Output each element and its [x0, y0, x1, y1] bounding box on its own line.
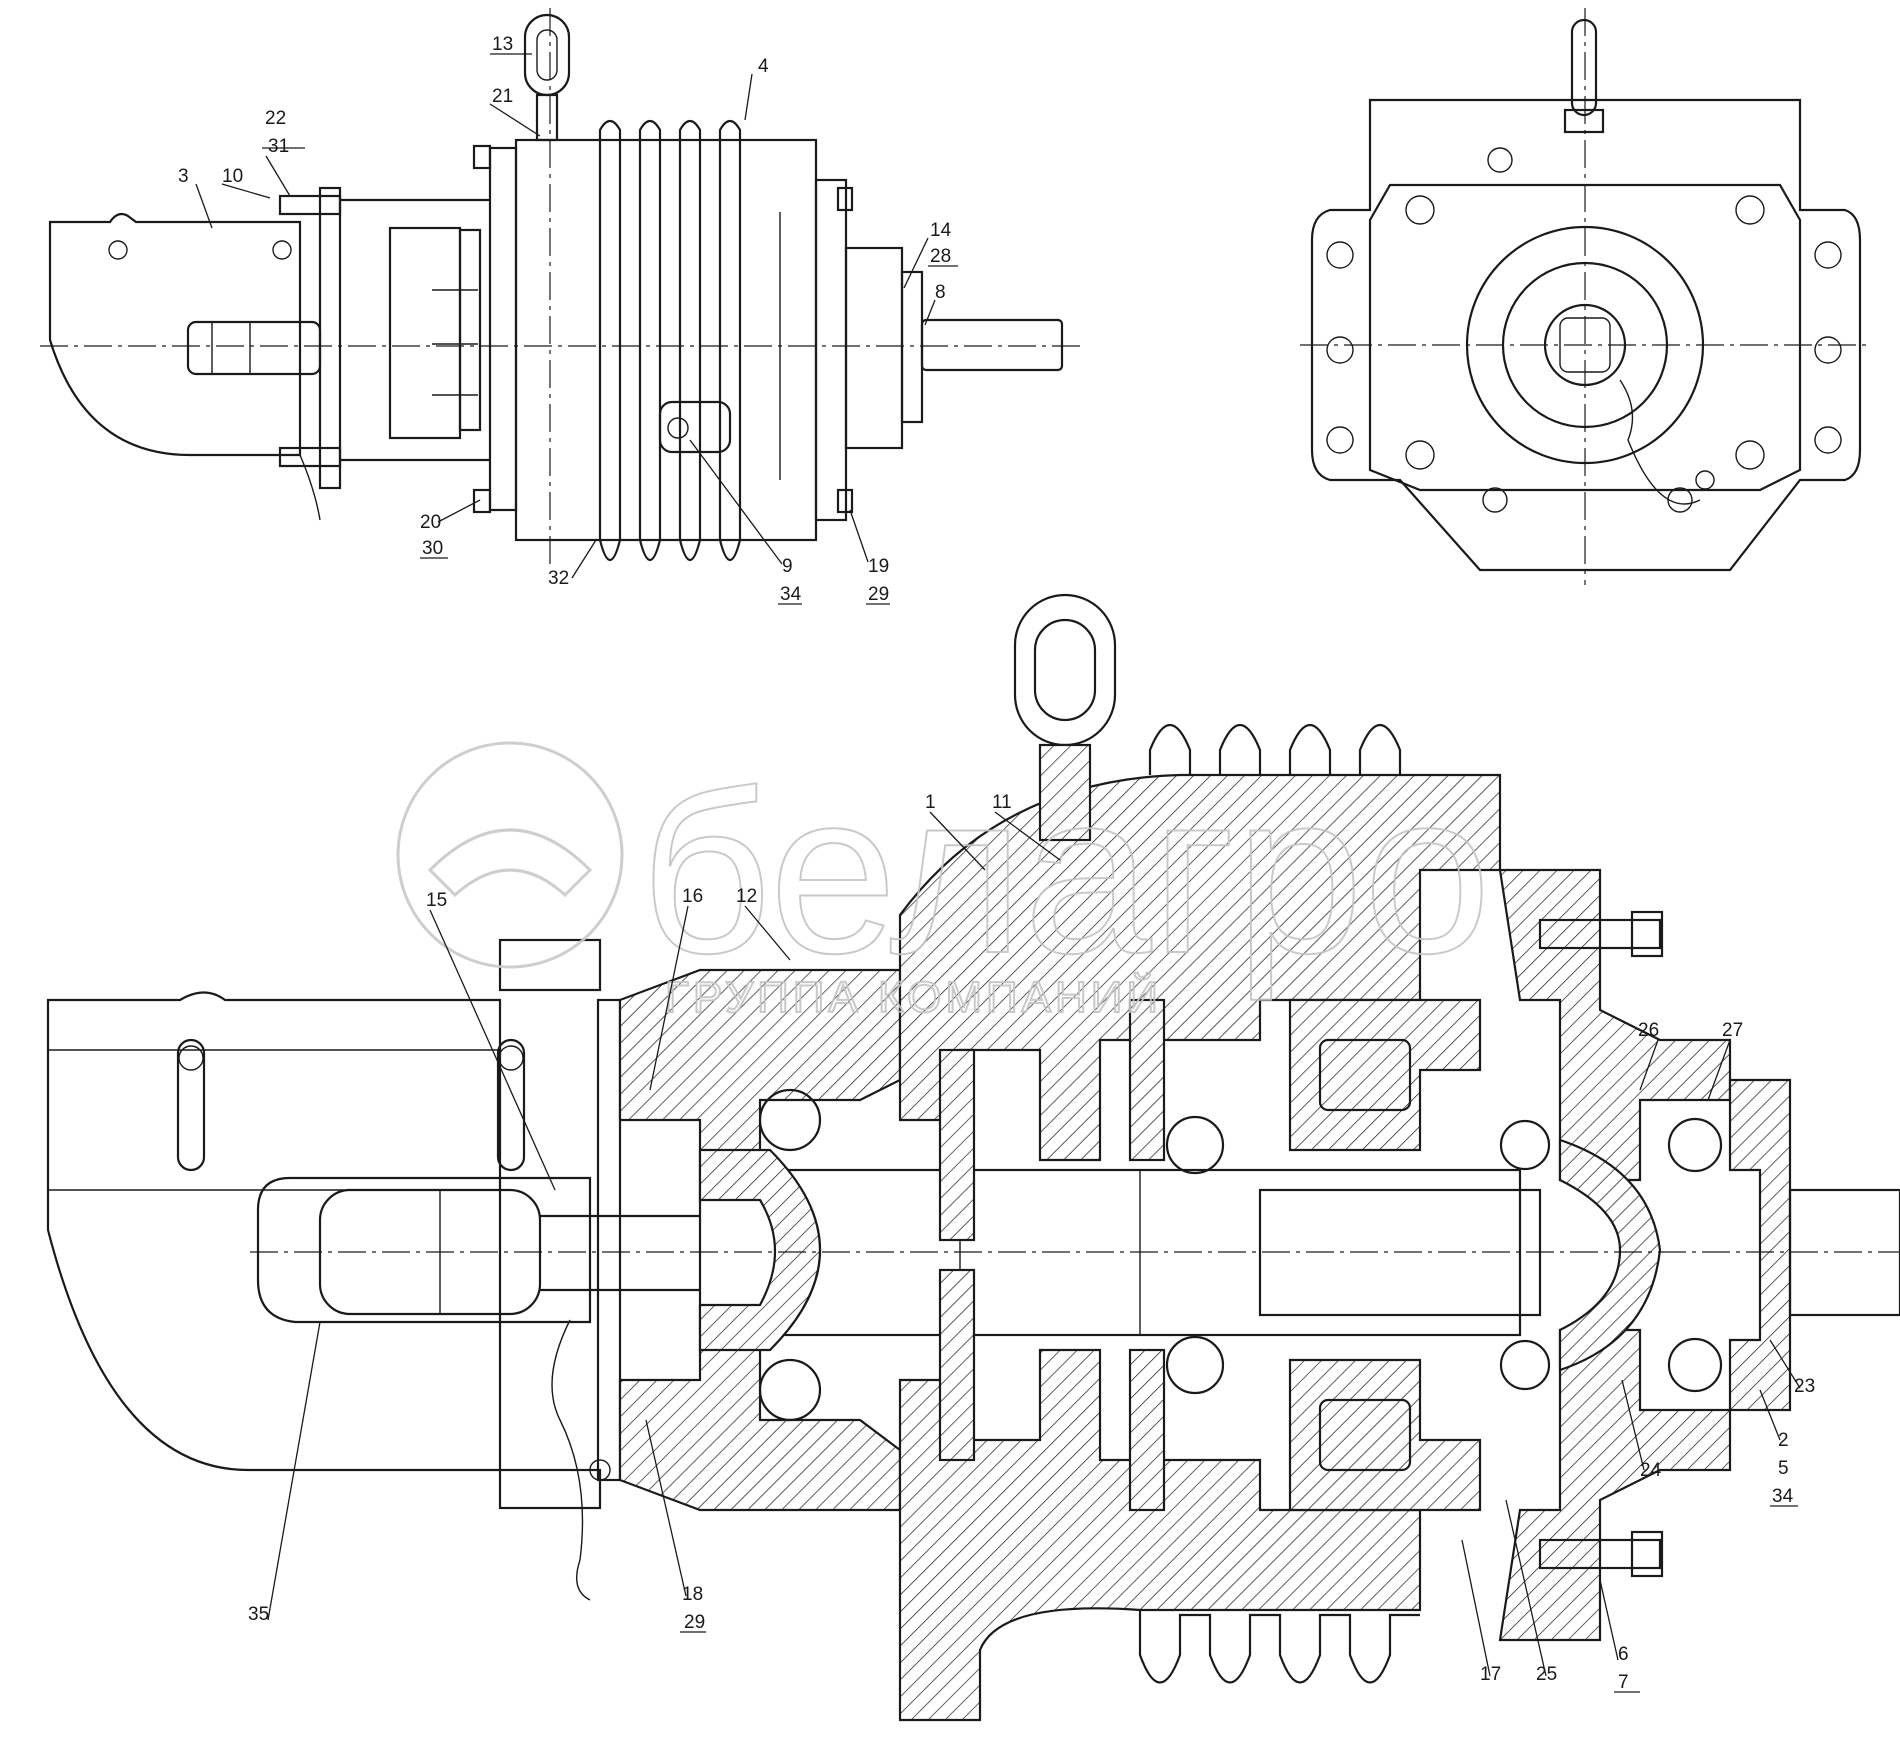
watermark-logo-circle: [396, 741, 624, 969]
label-32: 32: [548, 568, 569, 589]
label-28: 28: [930, 246, 951, 267]
label-16: 16: [682, 886, 703, 907]
friction-discs: [938, 998, 1166, 1512]
label-34-top: 34: [780, 584, 802, 605]
label-7: 7: [1618, 1672, 1629, 1693]
label-2: 2: [1778, 1430, 1789, 1451]
label-26: 26: [1638, 1020, 1659, 1041]
label-21: 21: [492, 86, 513, 107]
label-13: 13: [492, 34, 513, 55]
section-view: [46, 593, 1900, 1722]
label-19: 19: [868, 556, 889, 577]
label-31: 31: [268, 136, 289, 157]
label-25: 25: [1536, 1664, 1557, 1685]
label-11: 11: [992, 792, 1012, 813]
label-24: 24: [1640, 1460, 1662, 1481]
label-34-bottom: 34: [1772, 1486, 1794, 1507]
label-27: 27: [1722, 1020, 1743, 1041]
label-35: 35: [248, 1604, 269, 1625]
label-22: 22: [265, 108, 286, 129]
callouts: 3 10 22 31 13 21 4 14 28 8 20 30 32 9 34…: [178, 34, 1815, 1693]
watermark: белагро ГРУППА КОМПАНИЙ: [396, 741, 1492, 1023]
label-8: 8: [935, 282, 946, 303]
watermark-tagline: ГРУППА КОМПАНИЙ: [665, 971, 1162, 1022]
label-10: 10: [222, 166, 243, 187]
label-15: 15: [426, 890, 447, 911]
label-20: 20: [420, 512, 441, 533]
label-29-top: 29: [868, 584, 889, 605]
label-29-bottom: 29: [684, 1612, 705, 1633]
label-12: 12: [736, 886, 757, 907]
label-1: 1: [925, 792, 936, 813]
label-4: 4: [758, 56, 769, 77]
label-30: 30: [422, 538, 443, 559]
label-18: 18: [682, 1584, 703, 1605]
label-23: 23: [1794, 1376, 1815, 1397]
label-9: 9: [782, 556, 793, 577]
side-view: [40, 8, 1080, 570]
label-14: 14: [930, 220, 952, 241]
watermark-brand: белагро: [640, 744, 1491, 1001]
label-6: 6: [1618, 1644, 1629, 1665]
label-3: 3: [178, 166, 189, 187]
bearings: [758, 1088, 1723, 1422]
label-17: 17: [1480, 1664, 1501, 1685]
front-view: [1300, 8, 1870, 585]
label-5: 5: [1778, 1458, 1789, 1479]
